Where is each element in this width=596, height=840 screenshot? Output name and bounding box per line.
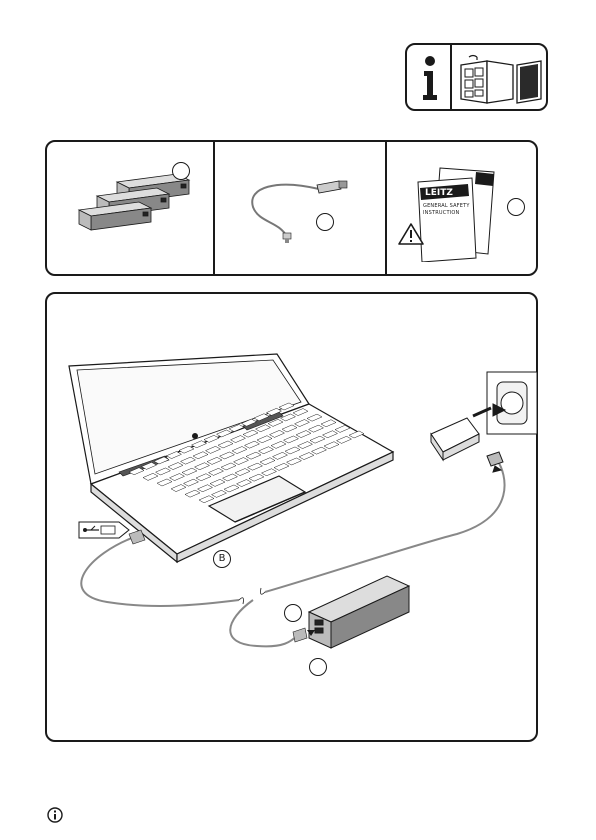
info-box: [405, 43, 548, 111]
charging-diagram: [47, 294, 540, 744]
callout-item-a: [172, 162, 190, 180]
charging-diagram-panel: B: [45, 292, 538, 742]
usb-cable-icon: [237, 167, 367, 247]
leitz-brand: LEITZ: [425, 188, 453, 198]
folded-manual-icon: [457, 51, 545, 107]
leitz-logo: LEITZ: [422, 184, 472, 200]
info-icon: [421, 55, 439, 101]
usb-symbol-icon: [79, 522, 129, 538]
callout-b: B: [213, 550, 231, 568]
callout-2: [309, 658, 327, 676]
package-contents-panel: LEITZ GENERAL SAFETY INSTRUCTION: [45, 140, 538, 276]
contents-divider-2: [385, 142, 387, 274]
warning-icon: [397, 222, 425, 246]
manual-title-line2: INSTRUCTION: [423, 210, 459, 216]
info-box-divider: [450, 45, 452, 109]
manual-title-line1: GENERAL SAFETY: [423, 203, 470, 209]
info-circle-icon: [47, 807, 63, 823]
callout-item-c: [507, 198, 525, 216]
callout-item-b: [316, 213, 334, 231]
contents-divider-1: [213, 142, 215, 274]
callout-1: [284, 604, 302, 622]
